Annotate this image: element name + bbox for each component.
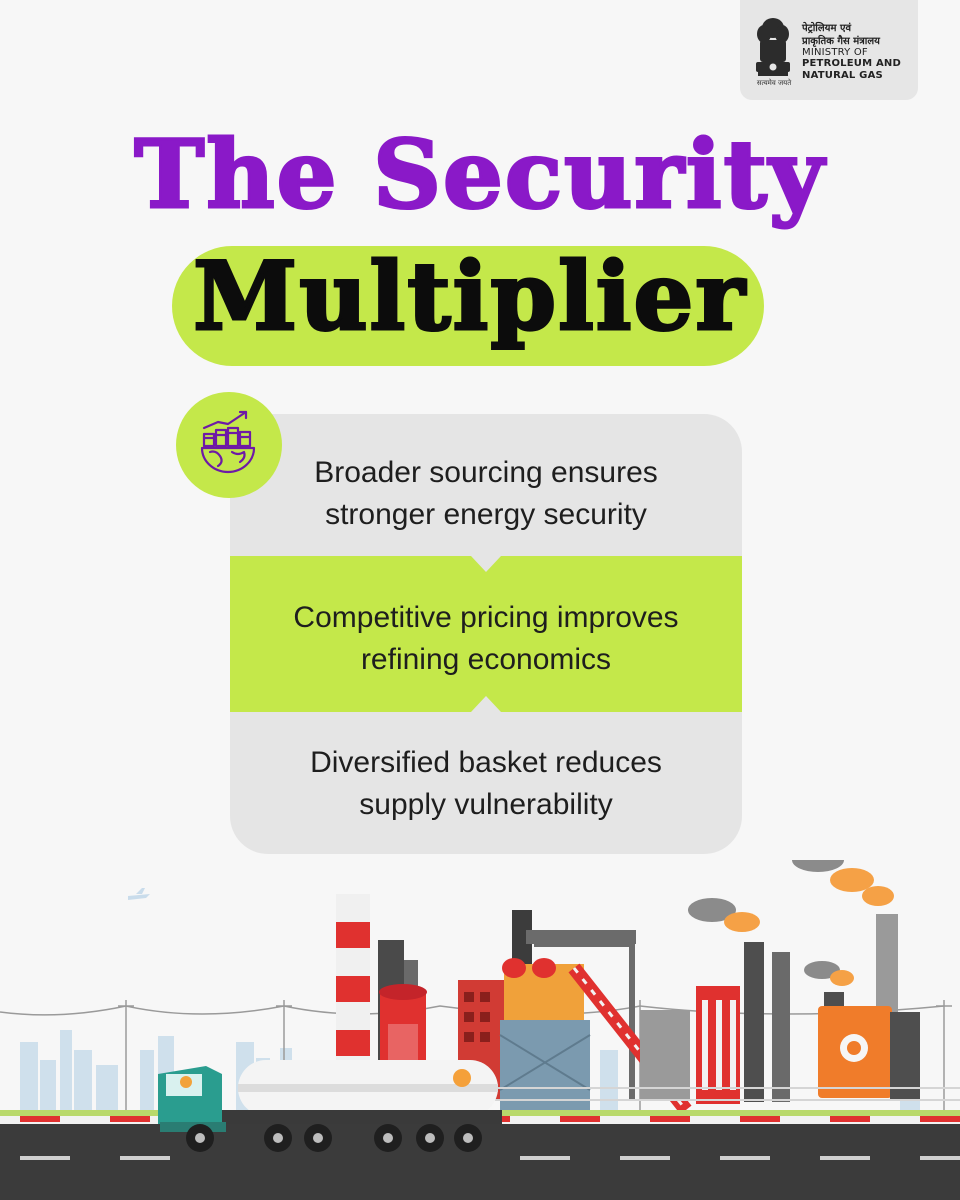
- highlight-band: [230, 556, 742, 712]
- divider-notch-bottom: [471, 696, 501, 712]
- points-card: [230, 414, 742, 854]
- title-highlight-pill: [172, 246, 764, 366]
- state-emblem-icon: [756, 18, 790, 76]
- globe-coins-growth-icon: [200, 410, 256, 474]
- refinery-road-illustration: [0, 860, 960, 1200]
- point-1-icon-circle: [176, 392, 282, 498]
- divider-notch-top: [471, 556, 501, 572]
- ministry-line-3: NATURAL GAS: [802, 70, 883, 81]
- ministry-line-1: MINISTRY OF: [802, 47, 868, 58]
- title-line-2: Multiplier: [192, 242, 747, 352]
- motto-text: सत्यमेव जयते: [756, 79, 792, 87]
- smoke-plumes: [688, 860, 894, 986]
- title-line-1: The Security: [133, 120, 826, 230]
- ministry-badge: सत्यमेव जयते पेट्रोलियम एवं प्राकृतिक गै…: [740, 0, 918, 100]
- airplane-icon: [128, 888, 150, 900]
- tanker-truck: [158, 1060, 502, 1152]
- ministry-line-2: PETROLEUM AND: [802, 58, 901, 69]
- ministry-hindi-line-2: प्राकृतिक गैस मंत्रालय: [802, 36, 880, 47]
- ministry-hindi-line-1: पेट्रोलियम एवं: [802, 23, 852, 34]
